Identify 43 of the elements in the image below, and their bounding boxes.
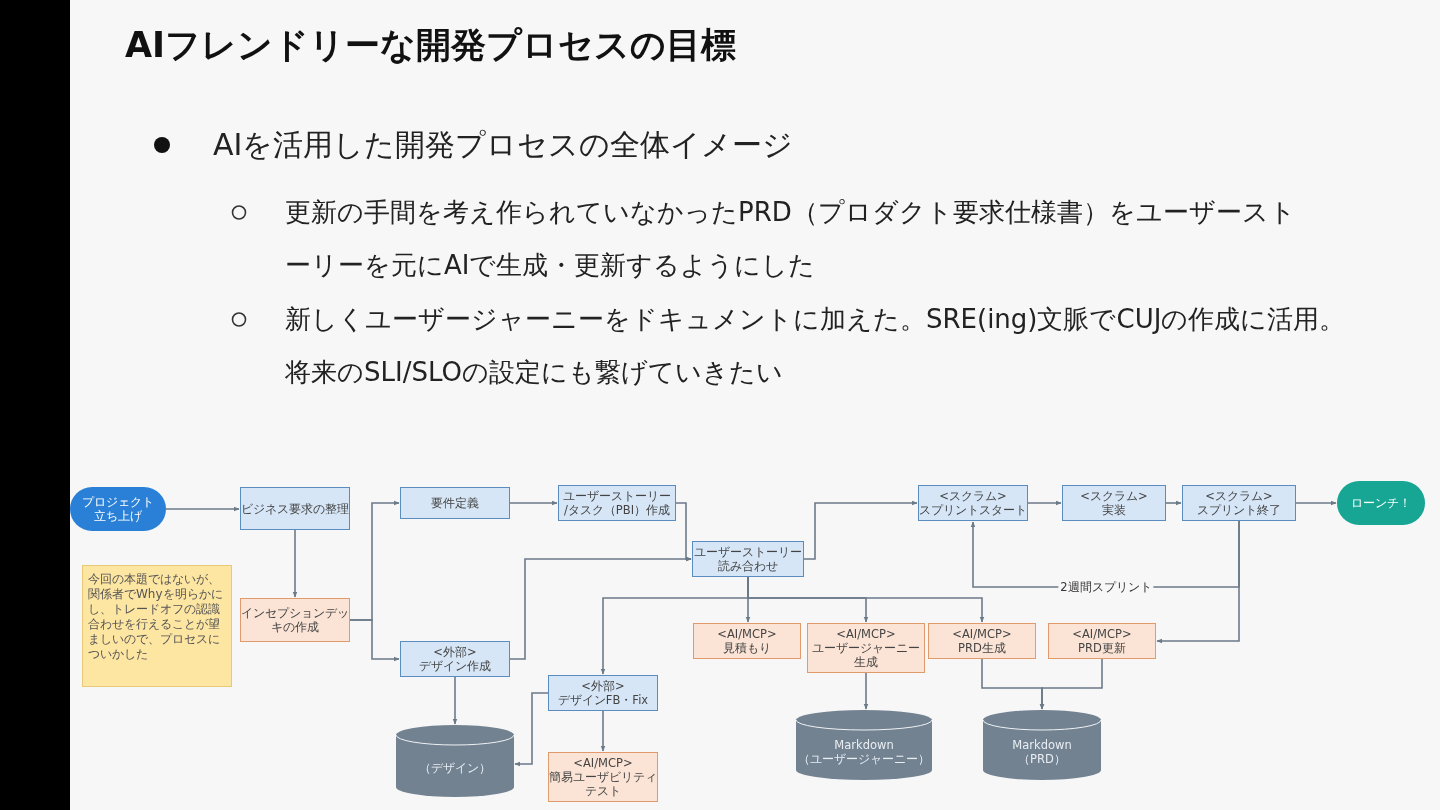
- sticky-note: 今回の本題ではないが、関係者でWhyを明らかにし、トレードオフの認識合わせを行えることが望ましいので、プロセスについかした: [82, 565, 232, 687]
- process-box: <スクラム> スプリントスタート: [918, 485, 1028, 521]
- process-box: ビジネス要求の整理: [240, 487, 350, 530]
- database-cylinder: Markdown （ユーザージャーニー）: [796, 710, 932, 780]
- process-box: <スクラム> 実装: [1062, 485, 1166, 521]
- process-box: ユーザーストーリー読み合わせ: [692, 541, 804, 577]
- process-box: <AI/MCP> PRD更新: [1048, 623, 1156, 659]
- process-box: <AI/MCP> 見積もり: [693, 623, 801, 659]
- process-box: <AI/MCP> PRD生成: [928, 623, 1036, 659]
- arrow: [165, 506, 240, 512]
- bullet-text: AIを活用した開発プロセスの全体イメージ: [213, 126, 795, 164]
- start-pill: プロジェクト立ち上げ: [70, 487, 166, 531]
- sub-bullet-text: 更新の手間を考え作られていなかったPRD（プロダクト要求仕様書）をユーザーストーリーを元にAIで生成・更新するようにした: [285, 196, 1297, 282]
- database-cylinder: Markdown （PRD）: [983, 710, 1101, 780]
- process-box: <AI/MCP> ユーザージャーニー生成: [807, 623, 925, 673]
- sub-bullet-text: 新しくユーザージャーニーをドキュメントに加えた。SRE(ing)文脈でCUJの作成に活用。将来のSLI/SLOの設定にも繋げていきたい: [285, 303, 1347, 389]
- arrow: [600, 710, 606, 752]
- arrow: [863, 672, 869, 710]
- arrow: [1027, 500, 1062, 506]
- arrow: [349, 619, 400, 662]
- database-cylinder: （デザイン）: [396, 725, 514, 797]
- arrow: [509, 500, 558, 506]
- arrow: [1039, 658, 1103, 710]
- arrow: [600, 576, 749, 675]
- end-pill: ローンチ！: [1337, 481, 1425, 525]
- arrow: [1156, 520, 1240, 644]
- edge-label: 2週間スプリント: [1058, 579, 1154, 595]
- process-box: 要件定義: [400, 487, 510, 519]
- arrow: [292, 529, 298, 598]
- arrow: [803, 500, 918, 560]
- arrow: [509, 556, 692, 660]
- process-box: <外部> デザインFB・Fix: [548, 675, 658, 711]
- slide-title: AIフレンドリーな開発プロセスの目標: [125, 24, 737, 67]
- process-box: <スクラム> スプリント終了: [1182, 485, 1296, 521]
- arrow: [1165, 500, 1182, 506]
- process-box: <外部> デザイン作成: [400, 641, 510, 677]
- arrow: [452, 676, 458, 725]
- process-box: <AI/MCP> 簡易ユーザビリティテスト: [548, 752, 658, 802]
- process-box: ユーザーストーリー /タスク（PBI）作成: [558, 485, 676, 521]
- arrow: [514, 692, 549, 767]
- side-bar: [0, 0, 70, 810]
- arrow: [1295, 500, 1337, 506]
- process-box: インセプションデッキの作成: [240, 598, 350, 642]
